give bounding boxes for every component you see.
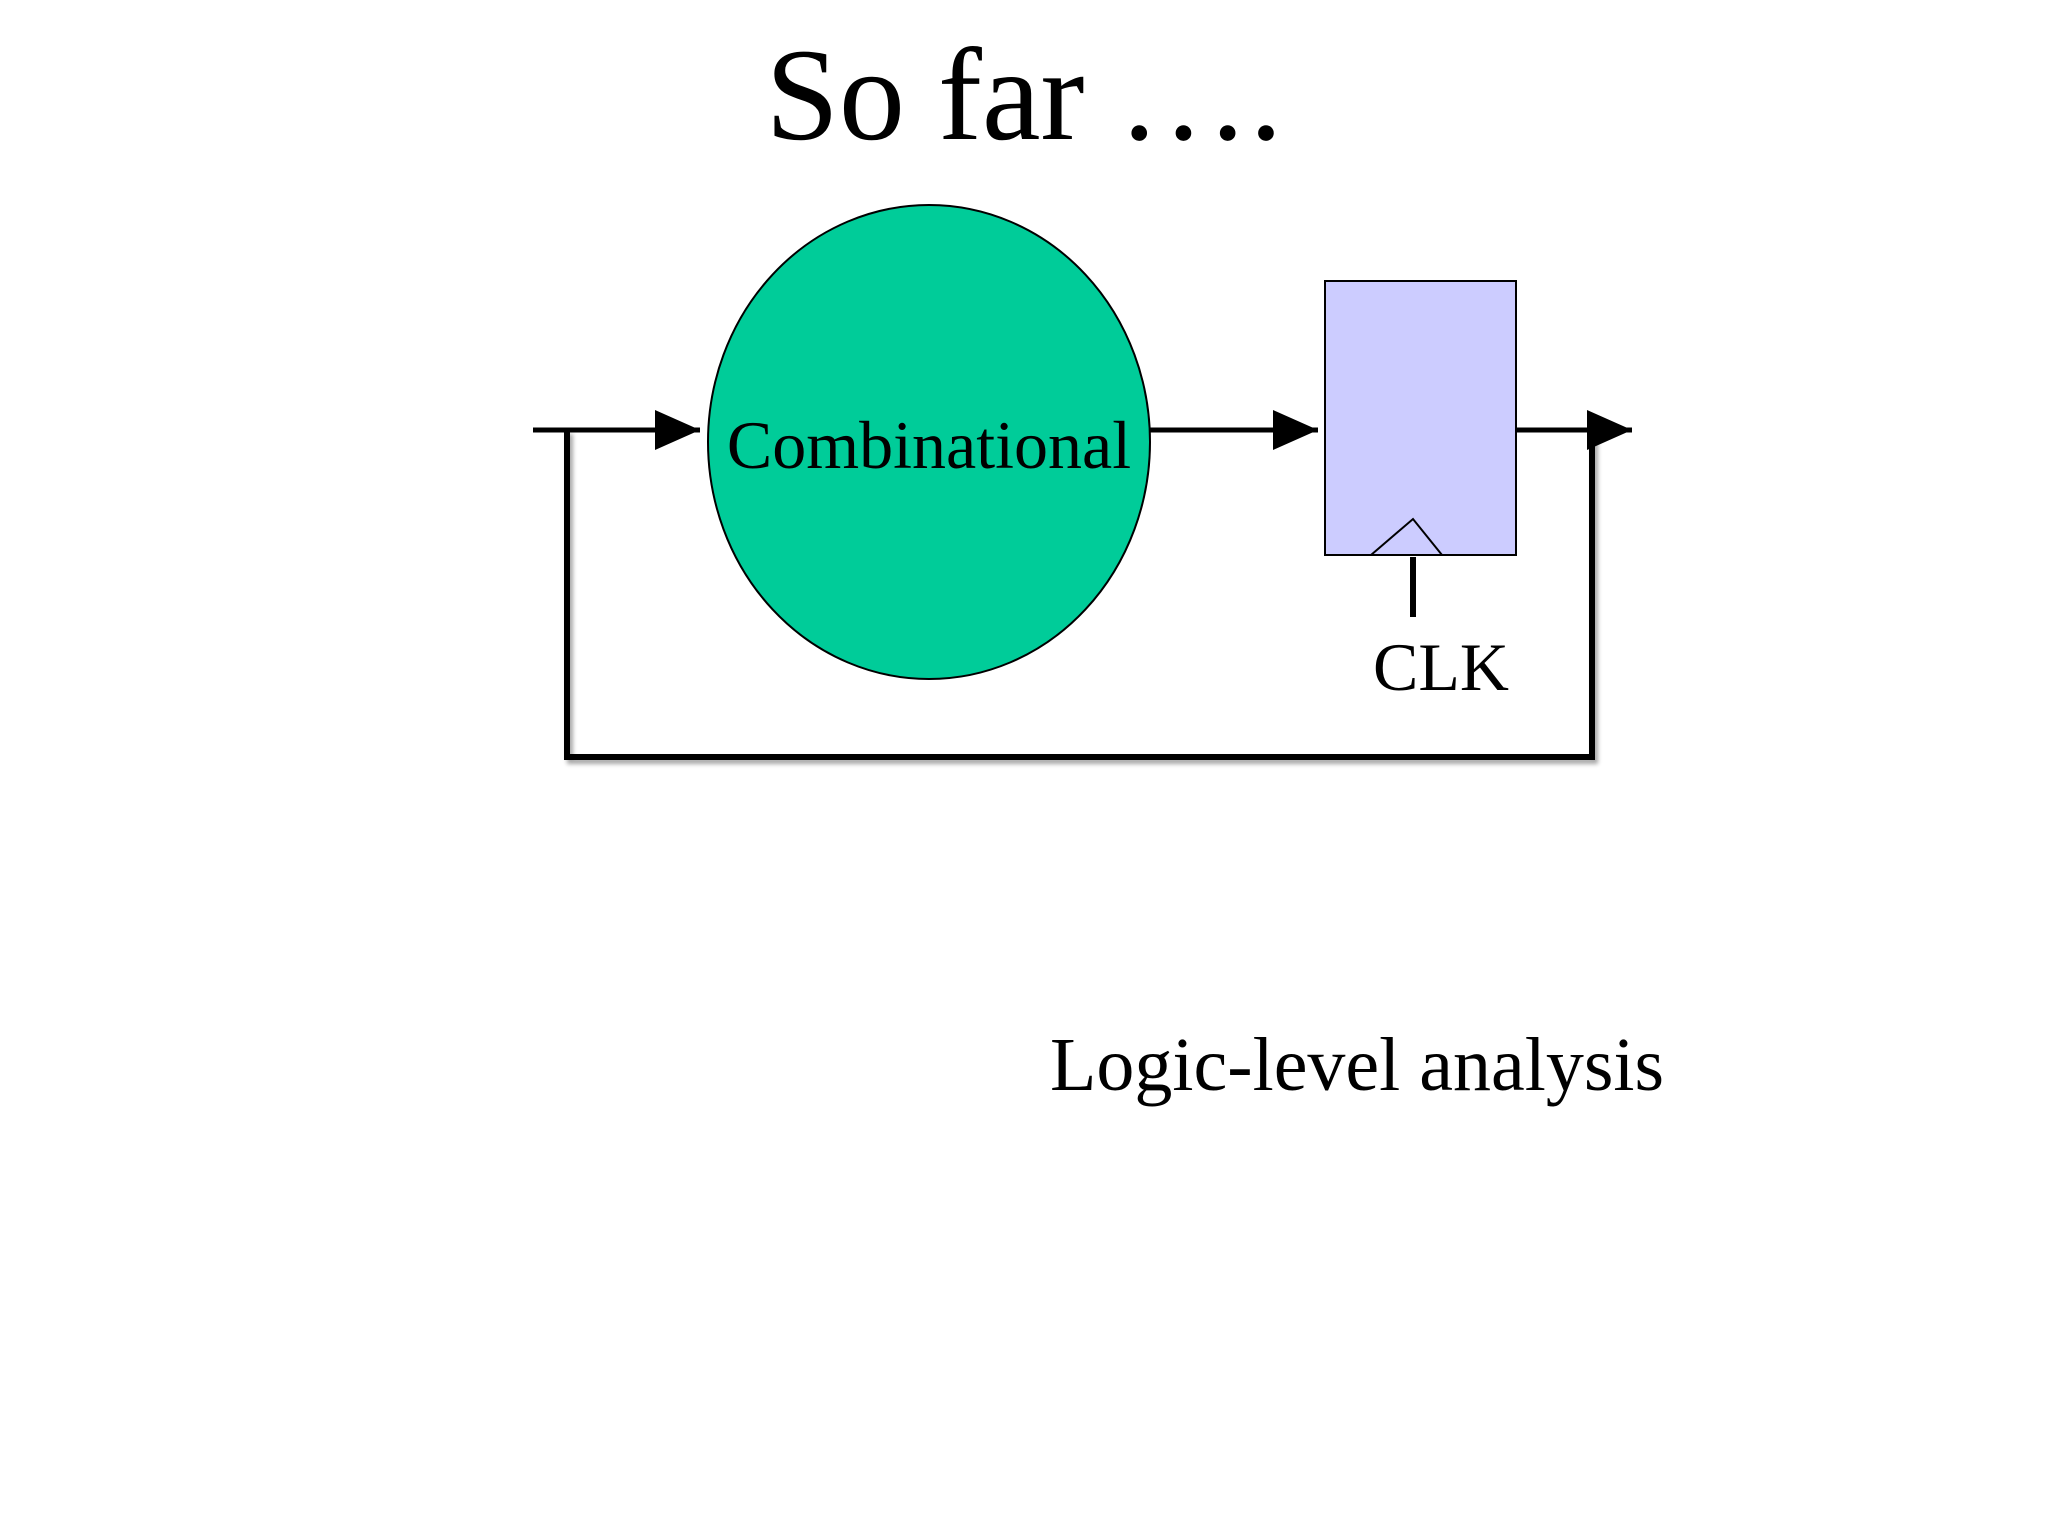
clock-edge-icon: [1370, 517, 1443, 556]
slide-caption: Logic-level analysis: [1050, 1023, 1665, 1107]
register-block: [1324, 280, 1517, 556]
combinational-label: Combinational: [727, 407, 1131, 483]
slide-title: So far ….: [765, 21, 1283, 168]
clock-label: CLK: [1373, 629, 1509, 705]
feedback-wire: [564, 430, 1595, 760]
combinational-logic-block: [707, 204, 1151, 680]
